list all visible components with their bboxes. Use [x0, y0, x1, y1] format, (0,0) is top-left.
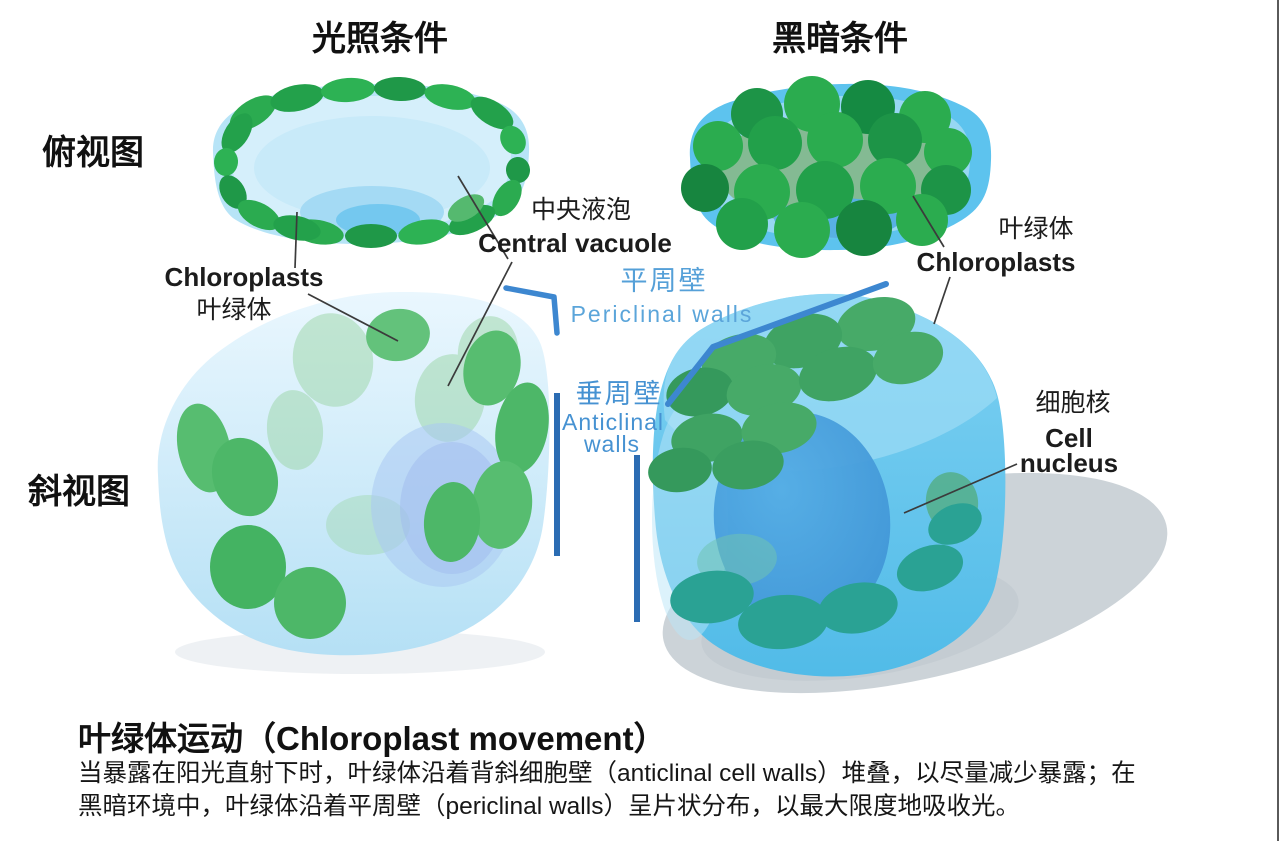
pointer-lines [294, 175, 1018, 514]
cell-illustration [157, 76, 1168, 694]
label-nucleus-en-line1: Cell [1045, 423, 1093, 453]
pointer-chloroplasts-left-top [294, 211, 298, 269]
label-periclinal-en: Periclinal walls [570, 301, 754, 327]
wall-marks [503, 281, 889, 622]
pointer-chloroplasts-right-top [912, 195, 945, 248]
periclinal-wall-bracket-left [503, 285, 560, 336]
cell-oblique-dark [648, 293, 1168, 694]
header-light-condition: 光照条件 [312, 20, 448, 58]
caption-body-line2: 黑暗环境中，叶绿体沿着平周壁（periclinal walls）呈片状分布，以最… [78, 793, 1020, 820]
cell-topview-light [212, 76, 531, 248]
label-central-vacuole-en: Central vacuole [478, 228, 672, 258]
label-chloroplasts-left-zh: 叶绿体 [196, 296, 272, 324]
label-central-vacuole-zh: 中央液泡 [530, 196, 632, 224]
caption-body-line1: 当暴露在阳光直射下时，叶绿体沿着背斜细胞壁（anticlinal cell wa… [78, 760, 1136, 787]
chloroplast-ring [213, 76, 531, 248]
label-chloroplasts-right-en: Chloroplasts [916, 247, 1076, 277]
label-chloroplasts-right-zh: 叶绿体 [998, 215, 1074, 243]
pointer-central-vacuole-top [457, 175, 509, 260]
header-dark-condition: 黑暗条件 [772, 20, 908, 58]
label-periclinal-zh: 平周壁 [620, 266, 708, 296]
pointer-chloroplasts-right-bottom [933, 276, 951, 325]
row-label-top-view: 俯视图 [42, 134, 144, 172]
side-chloroplasts [176, 308, 549, 639]
label-anticlinal-en-line1: Anticlinal [561, 409, 665, 435]
row-label-oblique-view: 斜视图 [28, 473, 130, 511]
image-right-edge-line [1277, 0, 1279, 841]
pointer-cell-nucleus [903, 463, 1018, 514]
chloroplast-cluster [681, 76, 972, 258]
label-chloroplasts-left-en: Chloroplasts [164, 262, 324, 292]
label-anticlinal-zh: 垂周壁 [575, 379, 663, 409]
caption-title: 叶绿体运动（Chloroplast movement） [78, 720, 667, 757]
label-nucleus-en-line2: nucleus [1019, 448, 1119, 478]
pointer-central-vacuole-bottom [447, 261, 513, 387]
cell-oblique-light [157, 291, 550, 674]
label-anticlinal-en-line2: walls [583, 431, 641, 457]
periclinal-wall-line-right [665, 281, 889, 407]
cell-topview-dark [681, 76, 992, 258]
label-nucleus-zh: 细胞核 [1035, 389, 1111, 417]
pointer-chloroplasts-left-bottom [307, 293, 399, 342]
periclinal-chloroplasts [648, 296, 944, 493]
ghost-chloroplasts [266, 313, 519, 555]
